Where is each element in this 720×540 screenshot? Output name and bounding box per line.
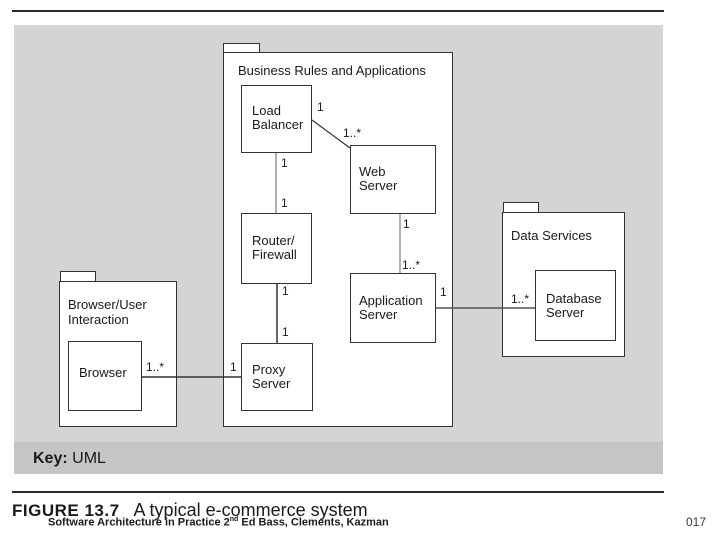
book-credit: Software Architecture in Practice 2nd Ed… <box>48 516 389 529</box>
browser-package-label-line2: Interaction <box>68 312 129 327</box>
mult-lb-web-lb: 1 <box>317 100 324 114</box>
mult-lb-router-lb: 1 <box>281 156 288 170</box>
page-number: 017 <box>686 515 707 529</box>
key-bar <box>14 442 663 474</box>
application-server-label: Application Server <box>359 294 423 322</box>
key-text: Key: UML <box>33 450 106 468</box>
figure-number: FIGURE 13.7 <box>12 501 120 520</box>
web-server-label: Web Server <box>359 165 397 193</box>
mult-web-app-app: 1..* <box>402 258 421 272</box>
proxy-server-label-line2: Server <box>252 376 291 391</box>
router-firewall-node <box>241 213 312 284</box>
mult-router-proxy-router: 1 <box>282 284 289 298</box>
proxy-server-label-line1: Proxy <box>252 362 286 377</box>
bottom-rule <box>12 491 664 493</box>
browser-node <box>68 341 142 411</box>
load-balancer-node <box>241 85 312 153</box>
mult-browser-proxy-browser: 1..* <box>146 360 165 374</box>
mult-app-db-app: 1 <box>440 285 447 299</box>
mult-browser-proxy-proxy: 1 <box>230 360 237 374</box>
mult-app-db-db: 1..* <box>511 292 530 306</box>
credit-sup: nd <box>229 516 239 523</box>
top-rule <box>12 10 664 12</box>
database-server-label-line1: Database <box>546 291 602 306</box>
web-server-label-line2: Server <box>359 178 398 193</box>
database-server-node <box>535 270 616 341</box>
mult-lb-router-router: 1 <box>281 196 288 210</box>
router-firewall-label: Router/ Firewall <box>252 234 297 262</box>
router-firewall-label-line2: Firewall <box>252 247 297 262</box>
key-value: UML <box>72 450 106 467</box>
database-server-label: Database Server <box>546 292 602 320</box>
load-balancer-label-line1: Load <box>252 103 281 118</box>
browser-label: Browser <box>79 365 127 380</box>
load-balancer-label-line2: Balancer <box>252 117 304 132</box>
mult-router-proxy-proxy: 1 <box>282 325 289 339</box>
proxy-server-label: Proxy Server <box>252 363 290 391</box>
router-firewall-label-line1: Router/ <box>252 233 295 248</box>
key-label: Key: <box>33 450 68 467</box>
browser-package-label-line1: Browser/User <box>68 297 147 312</box>
mult-lb-web-web: 1..* <box>343 126 362 140</box>
load-balancer-label: Load Balancer <box>252 104 303 132</box>
data-services-package-label: Data Services <box>511 228 592 243</box>
figure-title: A typical e-commerce system <box>133 500 368 520</box>
application-server-label-line1: Application <box>359 293 423 308</box>
web-server-node <box>350 145 436 214</box>
mult-web-app-web: 1 <box>403 217 410 231</box>
database-server-label-line2: Server <box>546 305 585 320</box>
application-server-node <box>350 273 436 343</box>
link-lb-web <box>311 119 351 149</box>
proxy-server-node <box>241 343 313 411</box>
credit-pre: Software Architecture in Practice 2 <box>48 516 230 529</box>
figure-caption: FIGURE 13.7 A typical e-commerce system <box>12 500 368 521</box>
application-server-label-line2: Server <box>359 307 398 322</box>
web-server-label-line1: Web <box>359 164 386 179</box>
credit-post: Ed Bass, Clements, Kazman <box>238 516 389 529</box>
browser-package-label: Browser/User Interaction <box>68 297 147 327</box>
business-package-label: Business Rules and Applications <box>238 63 426 78</box>
